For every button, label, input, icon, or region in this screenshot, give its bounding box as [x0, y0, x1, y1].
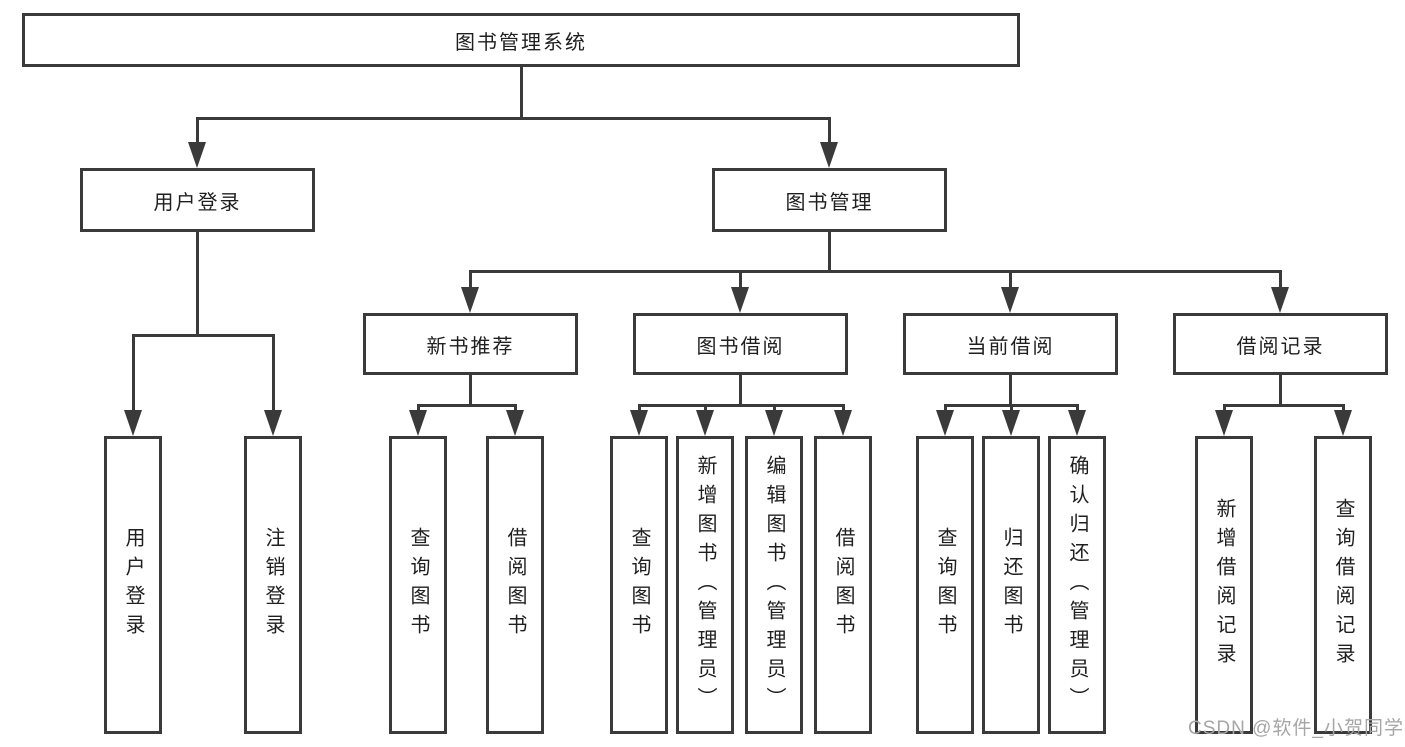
node-leaf-query-books: 查询图书 [916, 436, 974, 734]
node-leaf-return-book: 归还图书 [982, 436, 1040, 734]
node-leaf-add-book-admin: 新增图书（管理员） [676, 436, 734, 734]
connector-bar [416, 404, 517, 407]
arrow-down-icon [936, 404, 954, 436]
arrow-down-icon [765, 404, 783, 436]
node-borrowing-records: 借阅记录 [1173, 313, 1388, 375]
node-book-management: 图书管理 [712, 168, 947, 232]
arrow-down-icon [506, 404, 524, 436]
connector-stem [195, 232, 199, 335]
node-label: 借阅图书 [832, 527, 854, 643]
node-label: 当前借阅 [966, 335, 1055, 358]
node-label: 图书管理 [785, 191, 874, 214]
node-user-login: 用户登录 [80, 168, 315, 232]
arrow-down-icon [461, 270, 479, 313]
node-label: 编辑图书（管理员） [763, 454, 785, 716]
node-label: 新增借阅记录 [1213, 498, 1235, 672]
connector-bar [468, 270, 1282, 273]
node-label: 查询图书 [934, 527, 956, 643]
arrow-down-icon [1334, 404, 1352, 436]
node-leaf-logout: 注销登录 [244, 436, 302, 734]
arrow-down-icon [409, 404, 427, 436]
connector-stem [738, 375, 742, 405]
connector-bar [1222, 404, 1345, 407]
node-label: 图书借阅 [696, 335, 785, 358]
node-new-book-recommend: 新书推荐 [363, 313, 578, 375]
arrow-down-icon [1001, 270, 1019, 313]
connector-stem [827, 232, 831, 272]
arrow-down-icon [696, 404, 714, 436]
node-label: 借阅记录 [1236, 335, 1325, 358]
connector-bar [637, 404, 845, 407]
node-label: 确认归还（管理员） [1066, 454, 1088, 716]
arrow-down-icon [264, 334, 282, 436]
node-label: 用户登录 [122, 527, 144, 643]
node-current-borrowing: 当前借阅 [903, 313, 1118, 375]
arrow-down-icon [834, 404, 852, 436]
node-leaf-query-books: 查询图书 [389, 436, 447, 734]
node-label: 查询图书 [407, 527, 429, 643]
node-library-management-system: 图书管理系统 [22, 13, 1020, 67]
node-label: 查询借阅记录 [1332, 498, 1354, 672]
connector-bar [195, 117, 831, 120]
node-leaf-add-borrow-record: 新增借阅记录 [1195, 436, 1253, 734]
arrow-down-icon [1002, 404, 1020, 436]
arrow-down-icon [731, 270, 749, 313]
node-label: 图书管理系统 [455, 31, 587, 54]
connector-bar [131, 334, 275, 337]
arrow-down-icon [188, 117, 206, 168]
connector-stem [519, 67, 523, 118]
node-leaf-confirm-return-admin: 确认归还（管理员） [1048, 436, 1106, 734]
node-leaf-query-borrow-record: 查询借阅记录 [1314, 436, 1372, 734]
node-leaf-borrow-books: 借阅图书 [486, 436, 544, 734]
node-leaf-edit-book-admin: 编辑图书（管理员） [745, 436, 803, 734]
csdn-watermark: CSDN @软件_小贺同学 [1188, 718, 1404, 739]
node-label: 借阅图书 [504, 527, 526, 643]
node-leaf-query-books: 查询图书 [610, 436, 668, 734]
node-label: 归还图书 [1000, 527, 1022, 643]
node-book-borrowing: 图书借阅 [633, 313, 848, 375]
connector-stem [468, 375, 472, 405]
connector-stem [1278, 375, 1282, 405]
connector-stem [1008, 375, 1012, 405]
arrow-down-icon [630, 404, 648, 436]
node-label: 查询图书 [628, 527, 650, 643]
node-label: 注销登录 [262, 527, 284, 643]
node-label: 新书推荐 [426, 335, 515, 358]
node-label: 新增图书（管理员） [694, 454, 716, 716]
node-leaf-borrow-books: 借阅图书 [814, 436, 872, 734]
arrow-down-icon [124, 334, 142, 436]
node-label: 用户登录 [153, 191, 242, 214]
arrow-down-icon [1271, 270, 1289, 313]
node-leaf-user-login: 用户登录 [104, 436, 162, 734]
arrow-down-icon [1215, 404, 1233, 436]
arrow-down-icon [820, 117, 838, 168]
arrow-down-icon [1068, 404, 1086, 436]
